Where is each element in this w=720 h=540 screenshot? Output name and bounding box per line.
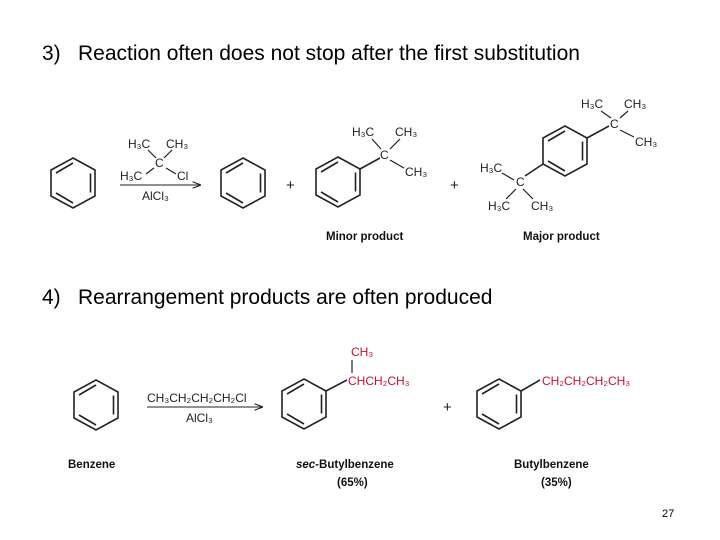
section3-heading: 3) Reaction often does not stop after the…	[42, 42, 580, 66]
section3-title: Reaction often does not stop after the f…	[78, 42, 580, 65]
reaction2-reagent: CH₃CH₂CH₂CH₂Cl	[147, 391, 247, 405]
benzene-ring	[220, 157, 266, 209]
reagent-chlorine: Cl	[177, 169, 188, 183]
sec-label-rest: Butylbenzene	[319, 459, 394, 471]
minor-third-methyl: CH₃	[405, 165, 427, 179]
benzene-ring	[50, 157, 96, 209]
sec-prefix: sec-	[296, 459, 319, 471]
butyl-chain: CH₂CH₂CH₂CH₃	[542, 374, 630, 388]
minor-product-tbutyl: H₃C CH₃ C CH₃	[352, 125, 427, 179]
minor-product-label: Minor product	[326, 231, 403, 243]
sec-chain-ch: CHCH₂CH₃	[348, 374, 410, 388]
major-bottom-left-methyl: H₃C	[480, 161, 503, 175]
plus-sign: +	[450, 177, 459, 194]
plus-sign: +	[286, 177, 295, 194]
major-bottom-carbon: C	[516, 175, 525, 189]
reaction2-catalyst: AlCl₃	[186, 411, 213, 425]
benzene-ring	[281, 378, 348, 430]
reagent-carbon: C	[155, 156, 164, 170]
minor-right-methyl: CH₃	[395, 125, 417, 139]
major-bottom-tbutyl: H₃C C H₃C CH₃	[480, 161, 553, 213]
page-number: 27	[662, 508, 675, 520]
sec-methyl: CH₃	[351, 345, 373, 359]
benzene-ring	[315, 156, 381, 208]
major-top-right-methyl: CH₃	[624, 97, 646, 111]
major-top-third-methyl: CH₃	[635, 135, 657, 149]
sec-chain: CHCH₂CH₃	[348, 374, 410, 388]
major-top-left-methyl: H₃C	[581, 97, 604, 111]
sec-butylbenzene-label: sec-Butylbenzene	[296, 459, 394, 471]
plus-sign: +	[443, 399, 452, 416]
major-bottom-right-methyl: CH₃	[531, 199, 553, 213]
major-top-tbutyl: H₃C CH₃ C CH₃	[581, 97, 657, 149]
major-product-label: Major product	[523, 231, 600, 243]
benzene-label: Benzene	[68, 459, 115, 471]
sec-yield: (65%)	[337, 477, 368, 489]
reagent-left-methyl: H₃C	[128, 137, 151, 151]
butyl-yield: (35%)	[541, 477, 572, 489]
minor-left-methyl: H₃C	[352, 125, 375, 139]
benzene-ring	[524, 125, 610, 177]
benzene-ring	[476, 378, 541, 430]
minor-carbon: C	[380, 148, 389, 162]
reaction1-catalyst: AlCl₃	[142, 189, 169, 203]
reagent-right-methyl: CH₃	[166, 137, 188, 151]
section3-number: 3)	[42, 42, 61, 65]
tert-butyl-chloride: H₃C CH₃ C H₃C Cl	[120, 137, 188, 183]
section4-number: 4)	[42, 286, 61, 309]
butylbenzene-label: Butylbenzene	[514, 459, 589, 471]
reagent-bottom-methyl: H₃C	[120, 169, 143, 183]
major-top-carbon: C	[610, 117, 619, 131]
benzene-ring	[73, 379, 119, 431]
section4-title: Rearrangement products are often produce…	[78, 286, 493, 309]
major-bottom-left2-methyl: H₃C	[488, 199, 511, 213]
section4-heading: 4) Rearrangement products are often produ…	[42, 286, 492, 310]
